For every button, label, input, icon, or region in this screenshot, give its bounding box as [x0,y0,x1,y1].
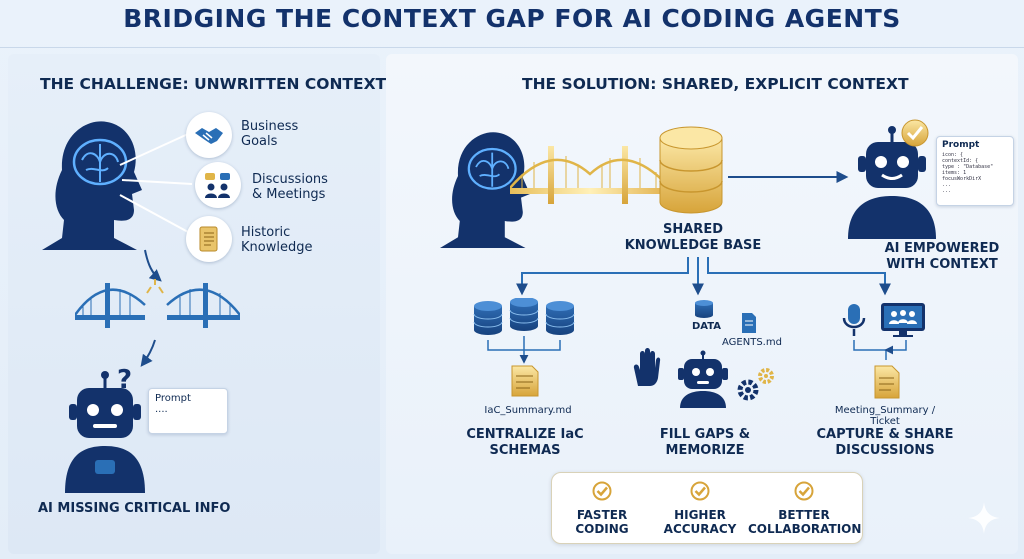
microphone-icon [842,304,866,336]
iac-file-label: IaC_Summary.md [484,405,572,416]
prompt-title: Prompt [155,393,191,404]
business-goals-badge [186,112,232,158]
solution-heading: THE SOLUTION: SHARED, EXPLICIT CONTEXT [522,75,909,93]
hand-icon [633,348,661,386]
kb-label: SHARED KNOWLEDGE BASE [624,222,762,253]
checkmark-icon [690,481,710,501]
document-icon [742,313,756,333]
historic-knowledge-label: Historic Knowledge [241,225,313,255]
benefit-item: BETTER COLLABORATION [748,481,862,536]
code-line: ... [942,182,952,188]
checkmark-icon [794,481,814,501]
data-label: DATA [692,321,722,332]
document-icon [511,365,539,397]
title-divider [0,47,1024,48]
benefit-label: HIGHER ACCURACY [663,508,737,536]
gear-icon [737,368,774,401]
fill-gaps-caption: FILL GAPS & MEMORIZE [659,427,751,458]
code-line: icon: { [942,152,964,158]
prompt-bubble-empowered: Prompt icon: { contextId: { type : "Data… [936,136,1014,206]
branch-connectors [516,257,891,296]
robot-icon [678,350,728,408]
discussions-label: Discussions & Meetings [252,172,328,202]
iac-databases [473,298,575,397]
database-icon [659,126,723,214]
historic-knowledge-badge [186,216,232,262]
capture-connectors [853,340,907,360]
golden-bridge-icon [510,146,670,204]
video-call-icon [881,303,925,337]
business-goals-label: Business Goals [241,119,299,149]
document-icon [874,365,900,399]
challenge-heading: THE CHALLENGE: UNWRITTEN CONTEXT [40,75,387,93]
meeting-file-label: Meeting_Summary / Ticket [834,405,936,427]
prompt-body: .... [155,404,168,415]
sparkle-icon [968,502,1000,534]
agents-file-label: AGENTS.md [722,337,782,348]
robot-icon [65,371,145,493]
robot-icon [848,126,936,239]
question-icon: ? [117,365,133,395]
meeting-icon [205,173,230,198]
code-line: ... [942,188,952,194]
benefit-label: BETTER COLLABORATION [748,508,862,536]
iac-caption: CENTRALIZE IaC SCHEMAS [466,427,584,458]
database-icon [473,301,503,335]
benefits-box: FASTER CODING HIGHER ACCURACY BETTER COL… [551,472,863,544]
code-line: focusWorkDirX [942,176,982,182]
source-connectors [119,133,193,233]
code-line: items: 1 [942,170,967,176]
discussions-badge [195,162,241,208]
code-line: contextId: { [942,158,979,164]
checkmark-icon [592,481,612,501]
code-line: type : "Database" [942,164,994,170]
prompt-title: Prompt [942,140,980,150]
brain-head-icon [440,132,530,248]
scroll-icon [199,226,218,252]
handshake-icon [195,128,223,144]
benefit-item: HIGHER ACCURACY [650,481,750,536]
flow-arrows [140,249,162,367]
brain-head-icon [42,121,142,250]
robot-missing-caption: AI MISSING CRITICAL INFO [38,501,231,516]
capture-caption: CAPTURE & SHARE DISCUSSIONS [816,427,954,458]
benefit-label: FASTER CODING [575,508,629,536]
page-title: BRIDGING THE CONTEXT GAP FOR AI CODING A… [123,4,901,33]
agent-caption: AI EMPOWERED WITH CONTEXT [884,241,1000,272]
benefit-item: FASTER CODING [552,481,652,536]
database-icon [695,300,713,318]
prompt-bubble-missing: Prompt .... [148,388,228,434]
checkmark-icon [901,119,929,147]
kb-to-agent-arrow [728,171,849,183]
broken-bridge-icon [75,279,240,328]
